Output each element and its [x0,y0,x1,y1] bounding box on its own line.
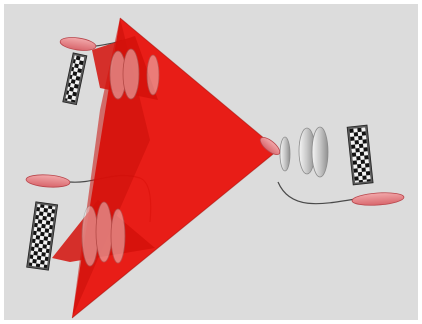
lens-icon [110,49,159,99]
lens-icon [82,202,125,266]
